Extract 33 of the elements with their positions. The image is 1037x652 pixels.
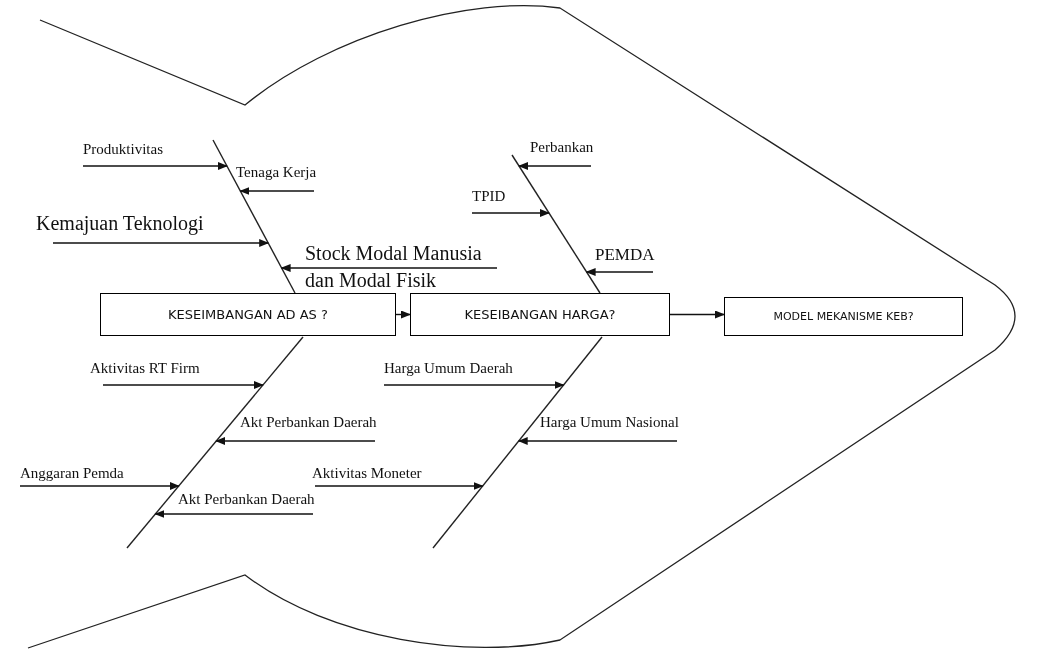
arrow: [383, 381, 565, 389]
cause-label: Anggaran Pemda: [20, 465, 124, 482]
cause-label: Produktivitas: [83, 141, 163, 158]
arrow: [517, 437, 678, 445]
cause-label: Aktivitas RT Firm: [90, 360, 200, 377]
cause-label: Tenaga Kerja: [236, 164, 317, 181]
cause-label: Harga Umum Daerah: [384, 360, 513, 377]
process-box: KESEIMBANGAN AD AS ?: [100, 293, 396, 336]
arrow: [239, 187, 315, 195]
cause-label: Perbankan: [530, 139, 594, 156]
arrow: [395, 310, 411, 319]
arrow: [518, 162, 592, 170]
cause-label: Akt Perbankan Daerah: [240, 414, 377, 431]
cause-label: Aktivitas Moneter: [312, 465, 422, 482]
arrow: [102, 381, 264, 389]
cause-label: TPID: [472, 188, 506, 205]
arrow: [471, 209, 550, 217]
arrow: [669, 310, 725, 319]
arrow: [215, 437, 376, 445]
process-box: KESEIBANGAN HARGA?: [410, 293, 670, 336]
arrow: [154, 510, 314, 518]
cause-label: PEMDA: [595, 245, 655, 265]
arrow: [314, 482, 484, 490]
cause-label: Akt Perbankan Daerah: [178, 491, 315, 508]
cause-label: Stock Modal Manusia dan Modal Fisik: [305, 240, 505, 294]
arrow: [52, 239, 270, 247]
cause-label: Harga Umum Nasional: [540, 414, 679, 431]
arrow: [82, 162, 228, 170]
arrow: [19, 482, 180, 490]
process-box: MODEL MEKANISME KEB?: [724, 297, 963, 336]
cause-label: Kemajuan Teknologi: [36, 212, 204, 235]
arrow: [585, 268, 654, 276]
arrow: [280, 264, 498, 272]
